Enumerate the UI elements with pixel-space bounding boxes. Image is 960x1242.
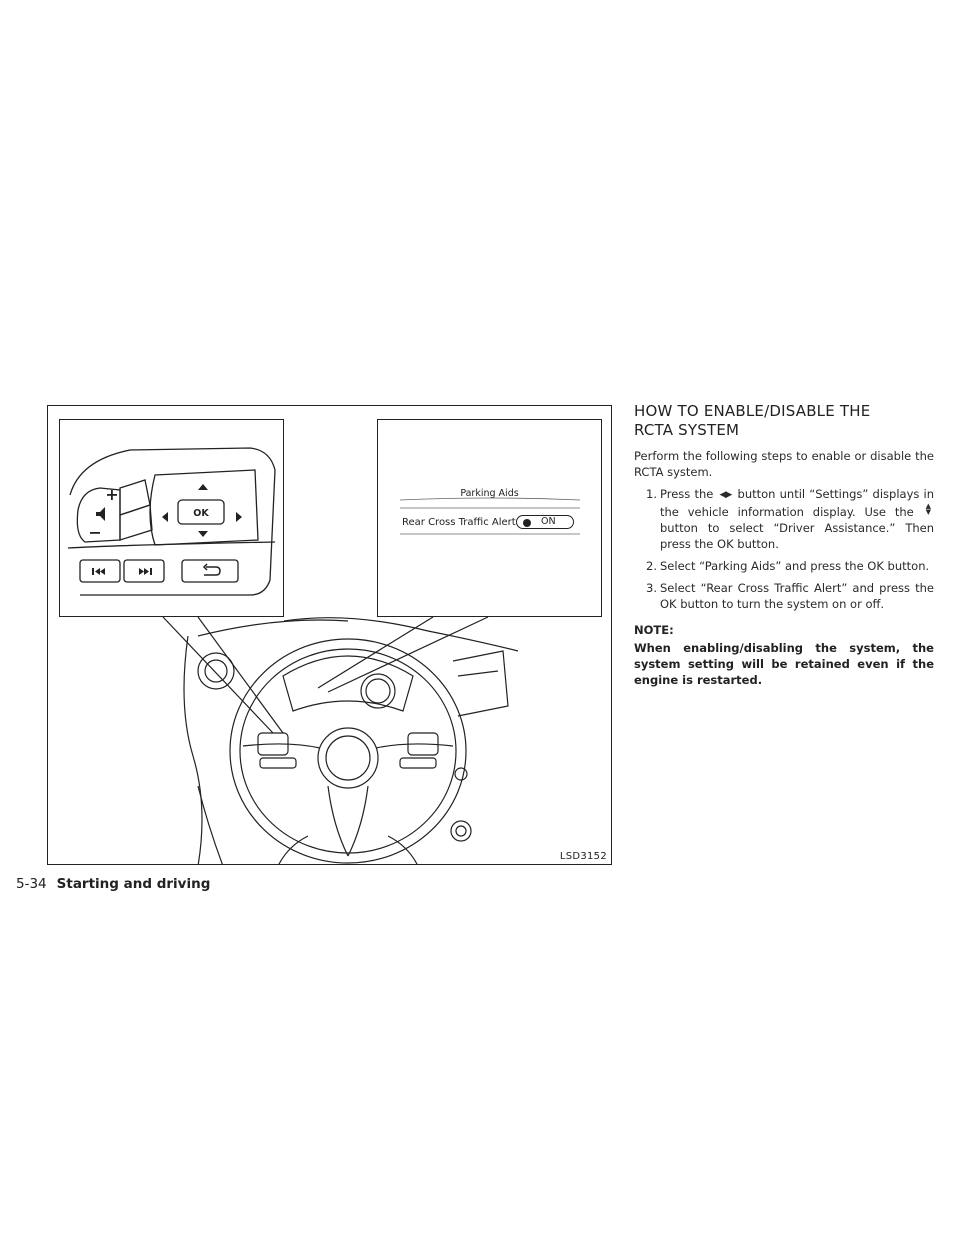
vehicle-display-inset: Parking Aids Rear Cross Traffic Alert ON [377,419,602,617]
heading-line-1: HOW TO ENABLE/DISABLE THE [634,402,871,420]
step-item: 1. Press the ◀▶ button until “Settings” … [634,486,934,552]
figure-code: LSD3152 [559,851,607,862]
steps-list: 1. Press the ◀▶ button until “Settings” … [634,486,934,612]
chapter-title: Starting and driving [56,876,211,892]
step-text: Select “Parking Aids” and press the OK b… [660,559,930,573]
intro-paragraph: Perform the following steps to enable or… [634,449,934,479]
switch-drawing: OK [67,447,276,596]
heading-line-2: RCTA SYSTEM [634,421,740,439]
left-right-arrow-icon: ◀▶ [719,490,733,500]
instruction-column: HOW TO ENABLE/DISABLE THE RCTA SYSTEM Pe… [634,402,934,688]
note-label: NOTE: [634,623,674,637]
ok-button-label: OK [193,508,209,519]
display-lines [399,497,581,535]
step-text-part3: button to select “Driver Assistance.” Th… [660,521,934,551]
page-footer: 5-34 Starting and driving [16,876,210,892]
steering-switch-inset: OK [59,419,284,617]
step-item: 2. Select “Parking Aids” and press the O… [634,558,934,574]
display-menu-item: Rear Cross Traffic Alert [402,517,516,528]
step-item: 3. Select “Rear Cross Traffic Alert” and… [634,580,934,612]
toggle-indicator-icon [523,518,531,527]
step-number: 1. [646,487,657,501]
section-heading: HOW TO ENABLE/DISABLE THE RCTA SYSTEM [634,402,934,440]
step-text-part1: Press the [660,487,714,501]
page-number: 5-34 [16,876,47,892]
up-down-arrow-icon: ▲▼ [925,502,932,516]
toggle-label: ON [541,516,556,527]
illustration-figure: OK Parking Aids Rear Cross Traffic Alert… [47,405,612,865]
note-body: When enabling/disabling the system, the … [634,641,934,687]
display-menu-title: Parking Aids [460,488,519,499]
step-text: Select “Rear Cross Traffic Alert” and pr… [660,581,934,611]
dashboard-drawing [162,616,519,864]
step-number: 3. [646,581,657,595]
step-number: 2. [646,559,657,573]
display-toggle-on: ON [516,515,574,529]
step-text-part2: button until “Settings” displays in the … [660,487,935,519]
